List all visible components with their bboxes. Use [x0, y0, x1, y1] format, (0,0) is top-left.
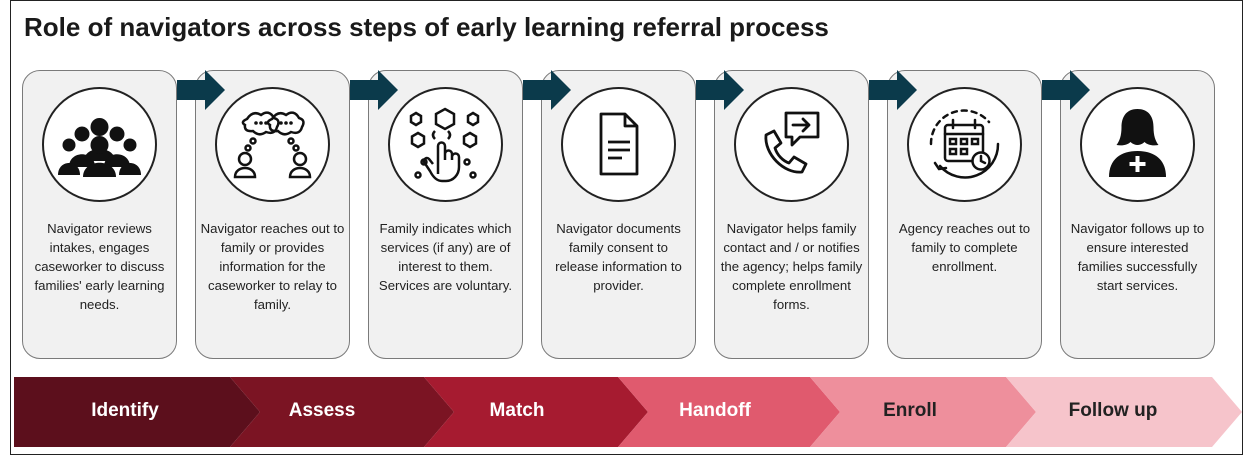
stage-label-handoff: Handoff	[679, 400, 751, 421]
connector-arrow-icon	[696, 70, 744, 110]
connector-arrow-icon	[869, 70, 917, 110]
stage-band	[14, 377, 1242, 447]
step-card-4: Navigator documents family consent to re…	[541, 70, 696, 359]
connector-arrow-icon	[350, 70, 398, 110]
connector-arrow-icon	[1042, 70, 1090, 110]
stage-label-match: Match	[489, 400, 545, 421]
conversation-icon	[215, 87, 330, 202]
document-icon	[561, 87, 676, 202]
stage-label-identify: Identify	[91, 400, 159, 421]
stage-label-follow-up: Follow up	[1068, 400, 1158, 421]
person-health-icon	[1080, 87, 1195, 202]
step-card-5: Navigator helps family contact and / or …	[714, 70, 869, 359]
step-description: Navigator follows up to ensure intereste…	[1070, 221, 1205, 293]
connector-arrow-icon	[523, 70, 571, 110]
step-description: Navigator reaches out to family or provi…	[200, 221, 345, 312]
step-card-3: Family indicates which services (if any)…	[368, 70, 523, 359]
step-description: Navigator documents family consent to re…	[555, 221, 682, 293]
step-description: Navigator reviews intakes, engages casew…	[34, 221, 165, 312]
diagram-title: Role of navigators across steps of early…	[24, 12, 829, 42]
stage-label-assess: Assess	[288, 400, 356, 421]
step-card-6: Agency reaches out to family to complete…	[887, 70, 1042, 359]
step-card-2: Navigator reaches out to family or provi…	[195, 70, 350, 359]
stage-chevron-handoff	[618, 377, 840, 447]
stage-chevron-assess	[230, 377, 454, 447]
stage-chevron-identify	[14, 377, 260, 447]
connector-arrow-icon	[177, 70, 225, 110]
phone-message-icon	[734, 87, 849, 202]
calendar-clock-icon	[907, 87, 1022, 202]
stage-chevron-match	[424, 377, 648, 447]
hand-selection-icon	[388, 87, 503, 202]
step-description: Agency reaches out to family to complete…	[898, 221, 1031, 274]
stage-chevron-enroll	[810, 377, 1036, 447]
step-card-7: Navigator follows up to ensure intereste…	[1060, 70, 1215, 359]
step-description: Navigator helps family contact and / or …	[720, 221, 863, 312]
step-card-1: Navigator reviews intakes, engages casew…	[22, 70, 177, 359]
stage-chevron-follow-up	[1006, 377, 1242, 447]
people-group-icon	[42, 87, 157, 202]
step-description: Family indicates which services (if any)…	[378, 221, 513, 293]
stage-label-enroll: Enroll	[883, 400, 937, 421]
